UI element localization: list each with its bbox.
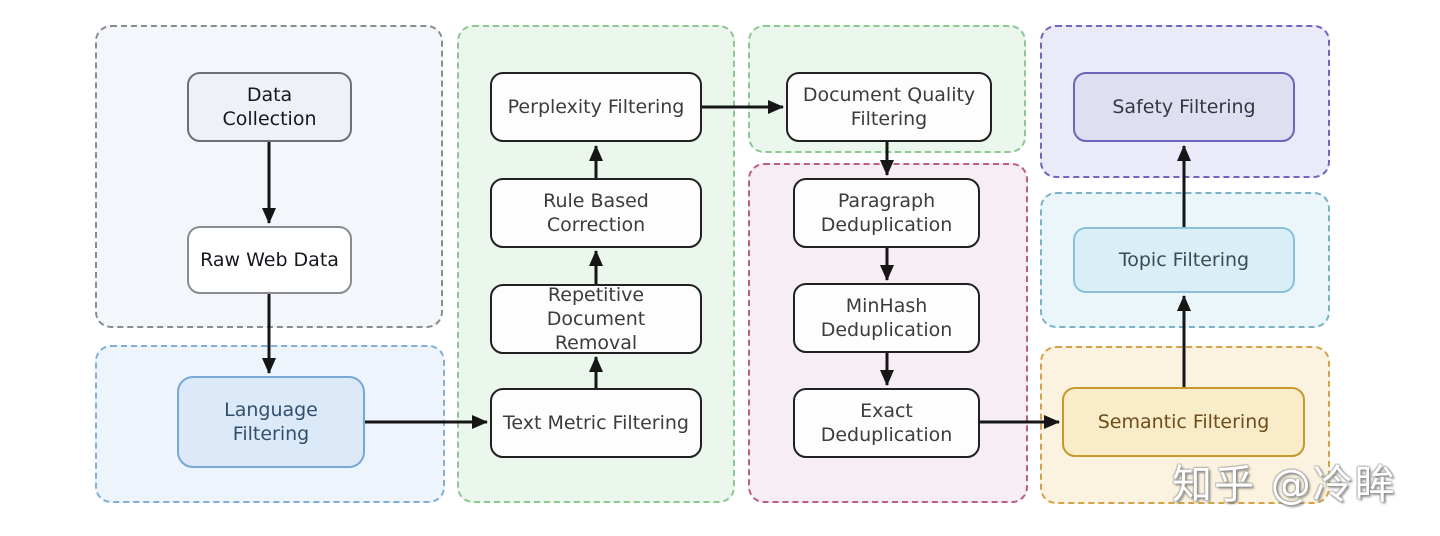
node-safety-filtering: Safety Filtering [1073, 72, 1295, 142]
node-language-filtering: Language Filtering [177, 376, 365, 468]
node-minhash-deduplication: MinHash Deduplication [793, 283, 980, 353]
node-perplexity-filtering: Perplexity Filtering [490, 72, 702, 142]
node-data-collection: Data Collection [187, 72, 352, 142]
zhihu-watermark: 知乎 @冷眸 [1172, 462, 1397, 508]
node-semantic-filtering: Semantic Filtering [1062, 387, 1305, 457]
node-exact-deduplication: Exact Deduplication [793, 388, 980, 458]
node-repetitive-document-removal: Repetitive Document Removal [490, 284, 702, 354]
node-rule-based-correction: Rule Based Correction [490, 178, 702, 248]
node-paragraph-deduplication: Paragraph Deduplication [793, 178, 980, 248]
node-text-metric-filtering: Text Metric Filtering [490, 388, 702, 458]
node-document-quality-filtering: Document Quality Filtering [786, 72, 992, 142]
node-raw-web-data: Raw Web Data [187, 226, 352, 294]
node-topic-filtering: Topic Filtering [1073, 227, 1295, 293]
